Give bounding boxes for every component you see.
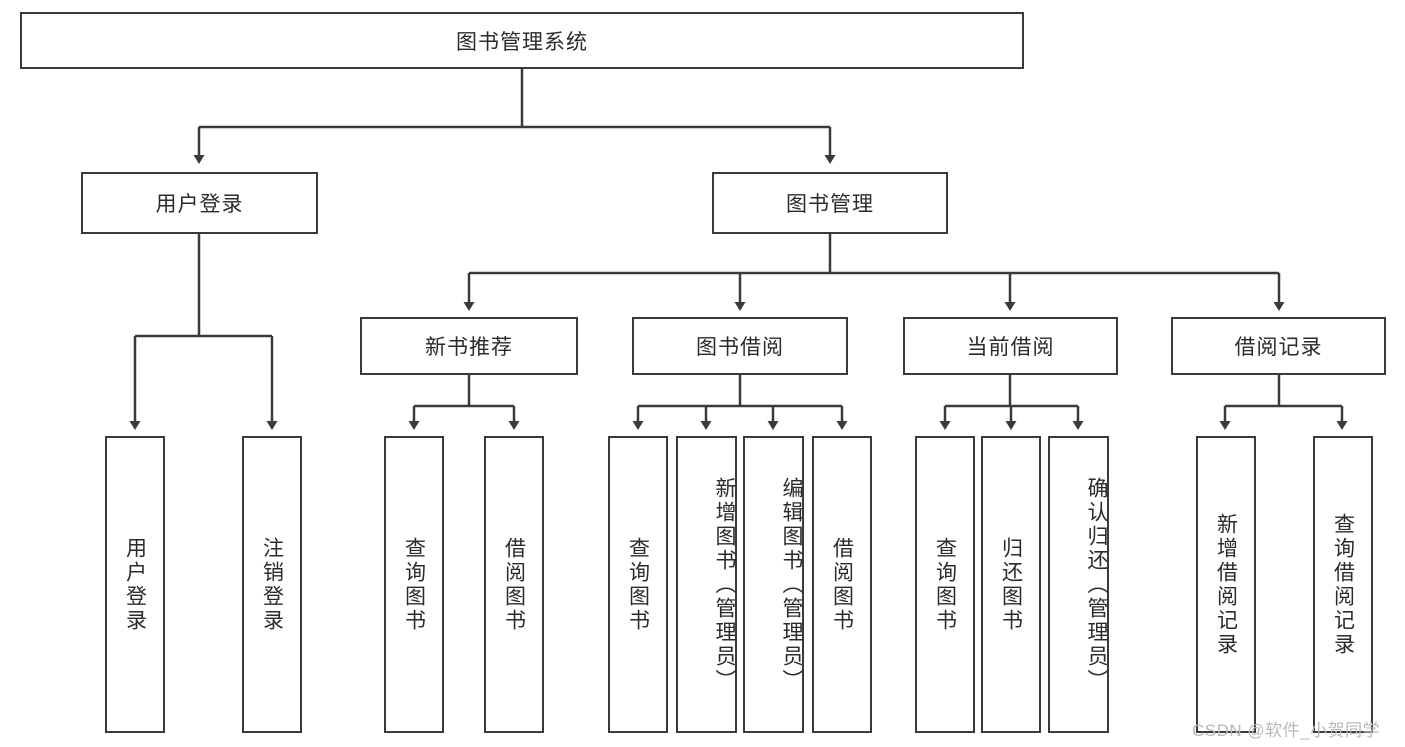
leaf-borrow-book-borrow[interactable]: 借阅图书 — [812, 436, 872, 733]
leaf-borrow-book-recommend[interactable]: 借阅图书 — [484, 436, 544, 733]
leaf-query-borrow-record[interactable]: 查询借阅记录 — [1313, 436, 1373, 733]
node-book-borrow[interactable]: 图书借阅 — [632, 317, 848, 375]
leaf-query-book-recommend[interactable]: 查询图书 — [384, 436, 444, 733]
leaf-edit-book-admin[interactable]: 编辑图书（管理员） — [743, 436, 804, 733]
leaf-add-borrow-record[interactable]: 新增借阅记录 — [1196, 436, 1256, 733]
leaf-query-book-current[interactable]: 查询图书 — [915, 436, 975, 733]
node-user-login[interactable]: 用户登录 — [81, 172, 318, 234]
leaf-add-book-admin[interactable]: 新增图书（管理员） — [676, 436, 737, 733]
leaf-user-login[interactable]: 用户登录 — [105, 436, 165, 733]
node-book-management[interactable]: 图书管理 — [712, 172, 948, 234]
leaf-query-book-borrow[interactable]: 查询图书 — [608, 436, 668, 733]
node-new-book-recommend[interactable]: 新书推荐 — [360, 317, 578, 375]
leaf-return-book[interactable]: 归还图书 — [981, 436, 1041, 733]
csdn-watermark: CSDN @软件_小贺同学 — [1192, 721, 1381, 740]
leaf-user-logout[interactable]: 注销登录 — [242, 436, 302, 733]
node-current-borrow[interactable]: 当前借阅 — [903, 317, 1118, 375]
leaf-confirm-return-admin[interactable]: 确认归还（管理员） — [1048, 436, 1109, 733]
node-root-system[interactable]: 图书管理系统 — [20, 12, 1024, 69]
node-borrow-record[interactable]: 借阅记录 — [1171, 317, 1386, 375]
